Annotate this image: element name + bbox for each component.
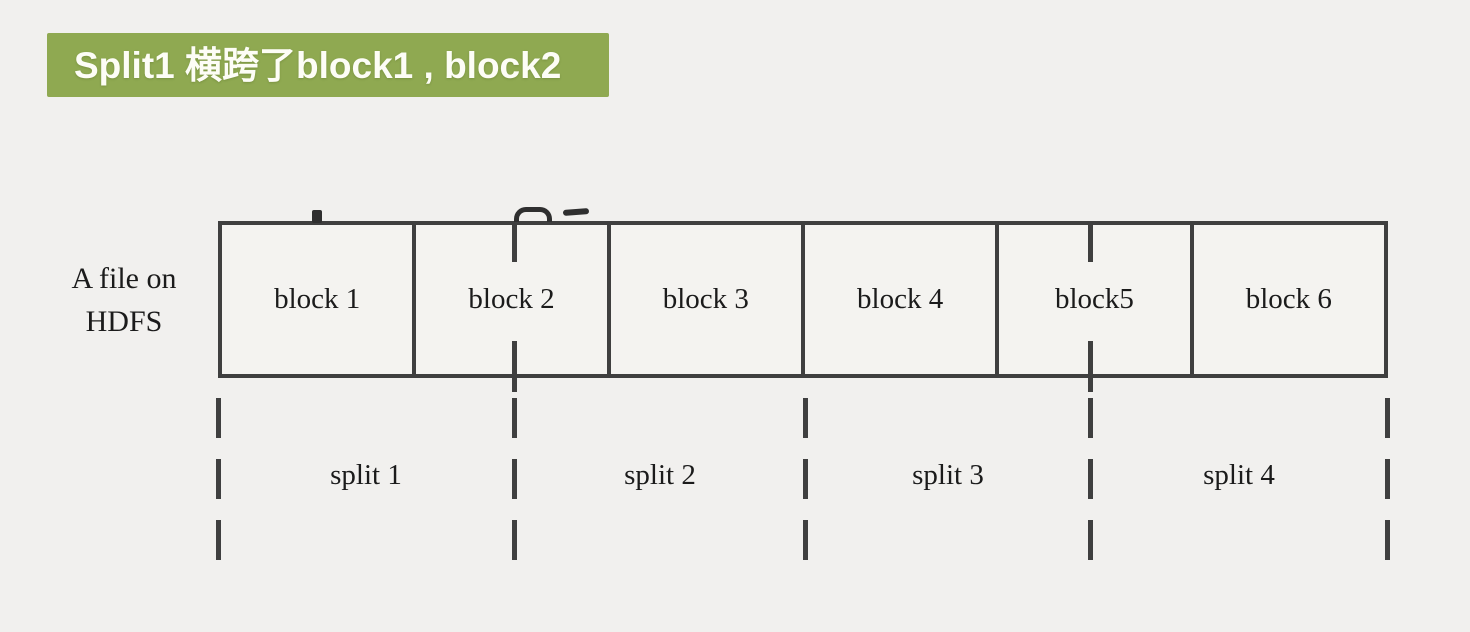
split-boundary-tick (1088, 221, 1093, 262)
split-label-2: split 2 (624, 459, 696, 491)
block-label: block 4 (857, 283, 944, 315)
block-label: block 3 (662, 283, 749, 315)
split-boundary-tick (512, 341, 517, 392)
block-label: block5 (1055, 283, 1134, 315)
split-boundary-dashed-line (1385, 398, 1390, 561)
file-on-hdfs-label: A file on HDFS (48, 257, 200, 343)
hdfs-file-box: block 1 block 2 block 3 block 4 block5 b… (218, 221, 1388, 378)
file-label-line2: HDFS (85, 305, 163, 338)
banner-split-note: Split1 横跨了block1 , block2 (47, 33, 609, 97)
split-boundary-dashed-line (512, 398, 517, 561)
block-2: block 2 (416, 225, 611, 374)
block-3: block 3 (611, 225, 805, 374)
block-1: block 1 (222, 225, 417, 374)
split-label-3: split 3 (912, 459, 984, 491)
annotation-mark (514, 207, 552, 222)
split-label-1: split 1 (330, 459, 402, 491)
split-boundary-dashed-line (216, 398, 221, 561)
block-4: block 4 (805, 225, 1000, 374)
split-boundary-tick (1088, 341, 1093, 392)
split-boundary-dashed-line (803, 398, 808, 561)
annotation-mark (562, 208, 590, 216)
banner-text: Split1 横跨了block1 , block2 (74, 44, 562, 86)
split-boundary-dashed-line (1088, 398, 1093, 561)
split-label-4: split 4 (1203, 459, 1275, 491)
block-5: block5 (999, 225, 1194, 374)
split-boundary-tick (512, 221, 517, 262)
block-label: block 6 (1245, 283, 1332, 315)
annotation-mark (312, 210, 322, 223)
block-label: block 2 (468, 283, 555, 315)
block-6: block 6 (1194, 225, 1384, 374)
block-label: block 1 (274, 283, 361, 315)
file-label-line1: A file on (71, 262, 177, 295)
